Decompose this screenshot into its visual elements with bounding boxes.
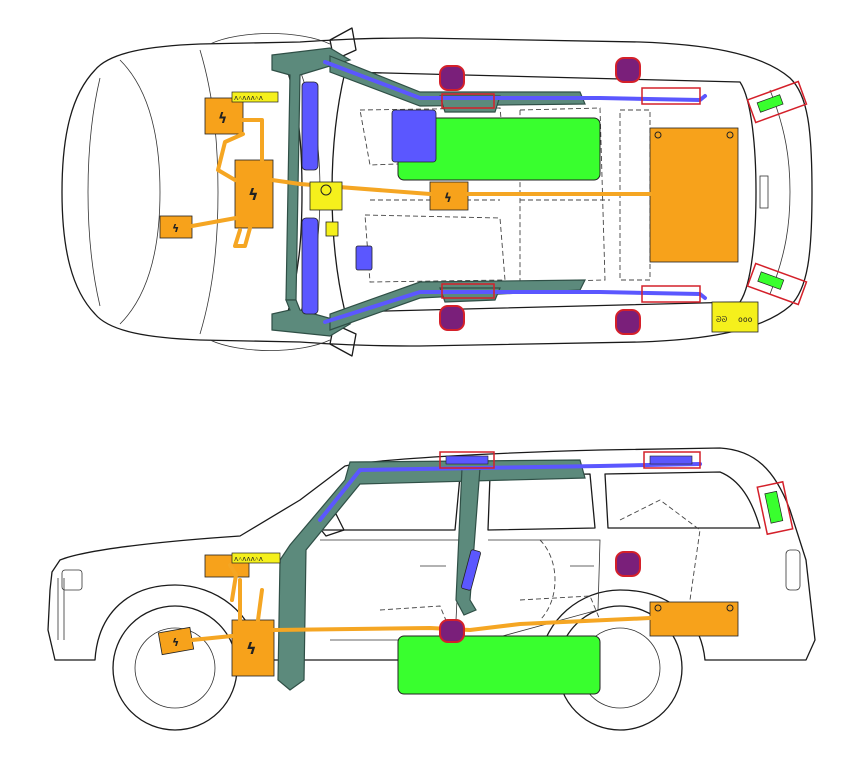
top-view-anchor-1 [439, 65, 465, 91]
top-view-center-module [429, 181, 469, 211]
top-view-curtain-airbag-left [323, 60, 707, 102]
side-view-front-wheel [112, 605, 238, 731]
top-view-hv-symbol-1: ϟ [218, 111, 227, 127]
top-view-resistor-strip [231, 91, 279, 103]
side-view-quarter-window [604, 471, 761, 529]
top-view-anchor-4 [615, 309, 641, 335]
top-view-red-box-rail-right-front [441, 283, 495, 299]
top-view-hood-line [87, 77, 101, 307]
side-view-body-outline [47, 447, 816, 661]
top-view-hv-symbol-3: ϟ [172, 222, 179, 235]
side-view-blue-rail-rear [649, 455, 693, 465]
side-view: ʌ˄ʌʌʌ˄ʌ ϟ ϟ [47, 447, 816, 731]
top-view-front-airbag-right [301, 217, 319, 315]
top-view-yellow-sensor-pack [711, 301, 759, 333]
top-view-front-wheel-left [209, 33, 331, 45]
top-view-hv-symbol-2: ϟ [248, 185, 259, 204]
side-view-rear-bolt-1 [654, 604, 662, 612]
top-view-resistor-label: ʌ˄ʌʌʌ˄ʌ [234, 94, 263, 102]
top-view-curtain-airbag-right [323, 290, 707, 324]
side-view-cable-main [190, 563, 652, 642]
top-view-dash-airbag [391, 109, 437, 163]
side-view-b-pillar [455, 467, 481, 616]
top-view-body-outline [61, 37, 813, 347]
top-view-sensor-left-label: ᘐᘐ [716, 315, 728, 324]
side-view-blue-rail-front [445, 455, 489, 465]
top-view-roof-rail-left [329, 55, 586, 107]
side-view-rear-hv-battery [649, 601, 739, 637]
top-view-anchor-2 [615, 57, 641, 83]
side-view-grille [57, 578, 65, 640]
top-view-gas-strut-lower [746, 262, 808, 306]
top-view-hood-crease-2 [199, 49, 219, 335]
top-view-rear-handle [759, 175, 769, 209]
top-view-red-box-rail-left-front [441, 93, 495, 109]
side-view-red-box-rail-front [439, 451, 495, 469]
top-view-red-box-rail-left-rear [641, 87, 701, 105]
side-view-door-line-rear [487, 539, 601, 641]
side-view-battery-pack [397, 635, 601, 695]
side-view-anchor-rear [615, 551, 641, 577]
top-view-gas-strut-upper [746, 80, 808, 124]
side-view-red-box-rail-rear [643, 451, 701, 469]
side-view-headlight [61, 569, 83, 591]
side-view-door-line-front [320, 539, 461, 641]
side-view-gas-strut [756, 480, 794, 536]
side-view-front-wheel-inner [134, 627, 216, 709]
top-view-center-airbag [355, 245, 373, 271]
top-view-sensor-right-label: ooo [738, 315, 753, 324]
top-view-rear-hv-battery [649, 127, 739, 263]
side-view-rear-bolt-2 [726, 604, 734, 612]
top-view-yellow-small [325, 221, 339, 237]
top-view-rear-edge [769, 89, 791, 295]
top-view-front-airbag-left [301, 81, 319, 171]
top-view-heater-coil [320, 184, 332, 196]
top-view-12v-module-a [204, 97, 244, 135]
top-view-yellow-heater [309, 181, 343, 211]
side-view-hv-symbol-2: ϟ [172, 636, 179, 649]
top-view-hood-crease-1 [119, 59, 161, 325]
side-view-resistor-label: ʌ˄ʌʌʌ˄ʌ [234, 555, 263, 563]
top-view-main-battery-module [234, 159, 274, 229]
side-view-tail-light [785, 549, 801, 591]
side-view-hv-symbol-1: ϟ [246, 639, 257, 658]
side-view-resistor-strip [231, 552, 281, 564]
side-view-main-battery-module [231, 619, 275, 677]
top-view-rear-bolt-2 [726, 131, 734, 139]
top-view-cable-main [190, 118, 652, 248]
top-view-rear-bolt-1 [654, 131, 662, 139]
top-view-front-wheel-right [209, 339, 331, 351]
side-view-anchor-front [439, 619, 465, 643]
top-view-anchor-3 [439, 305, 465, 331]
top-view: ϟ ϟ ϟ ϟ ʌ˄ʌʌʌ˄ʌ ᘐᘐ ooo [61, 27, 813, 357]
side-view-b-pillar-airbag [461, 549, 481, 591]
side-view-rear-window [487, 473, 596, 531]
top-view-hv-symbol-4: ϟ [444, 191, 452, 205]
side-view-interior-dashes [379, 499, 701, 631]
top-view-red-box-rail-right-rear [641, 285, 701, 303]
